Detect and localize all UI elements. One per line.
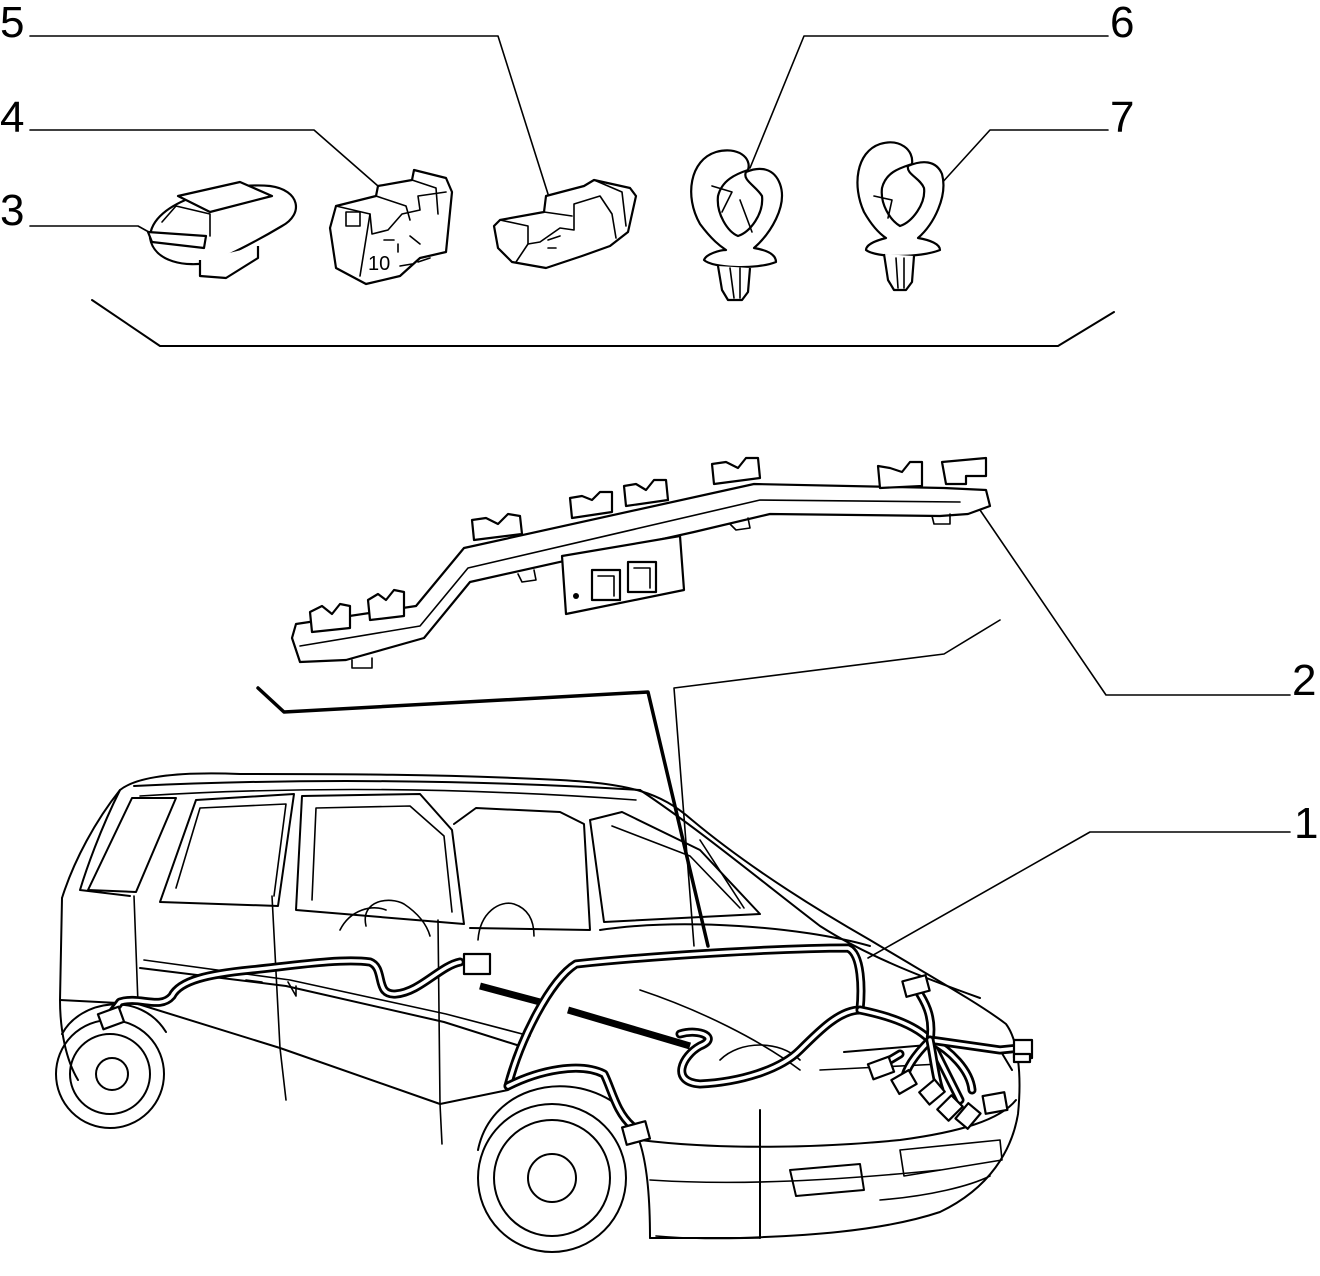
callout-5: 5 [0,0,24,47]
part-1-wiring-harness [96,943,1034,1146]
tray-position-leader [256,686,710,948]
callout-4: 4 [0,93,24,142]
leader-6 [749,35,1109,169]
clip-group-bracket [91,299,1115,347]
callout-6: 6 [1110,0,1134,47]
leader-lines [29,35,1291,959]
leader-2 [979,509,1291,696]
part-4-clip: 10 [328,168,454,286]
callout-7: 7 [1110,93,1134,142]
leader-7 [929,129,1109,197]
callout-3: 3 [0,186,24,235]
callout-1: 1 [1294,799,1318,848]
callout-2: 2 [1292,656,1316,705]
leader-1 [867,831,1291,959]
part-6-clip [690,149,783,302]
leader-3 [29,225,157,237]
part-5-clip [492,178,638,270]
clip-4-mark: 10 [368,253,390,275]
tray-position-leader-2 [673,619,1001,947]
leader-4 [29,129,379,187]
part-2-cable-tray [290,456,992,669]
part-7-clip [856,141,945,292]
part-3-clip [146,180,298,280]
leader-5 [29,35,549,195]
